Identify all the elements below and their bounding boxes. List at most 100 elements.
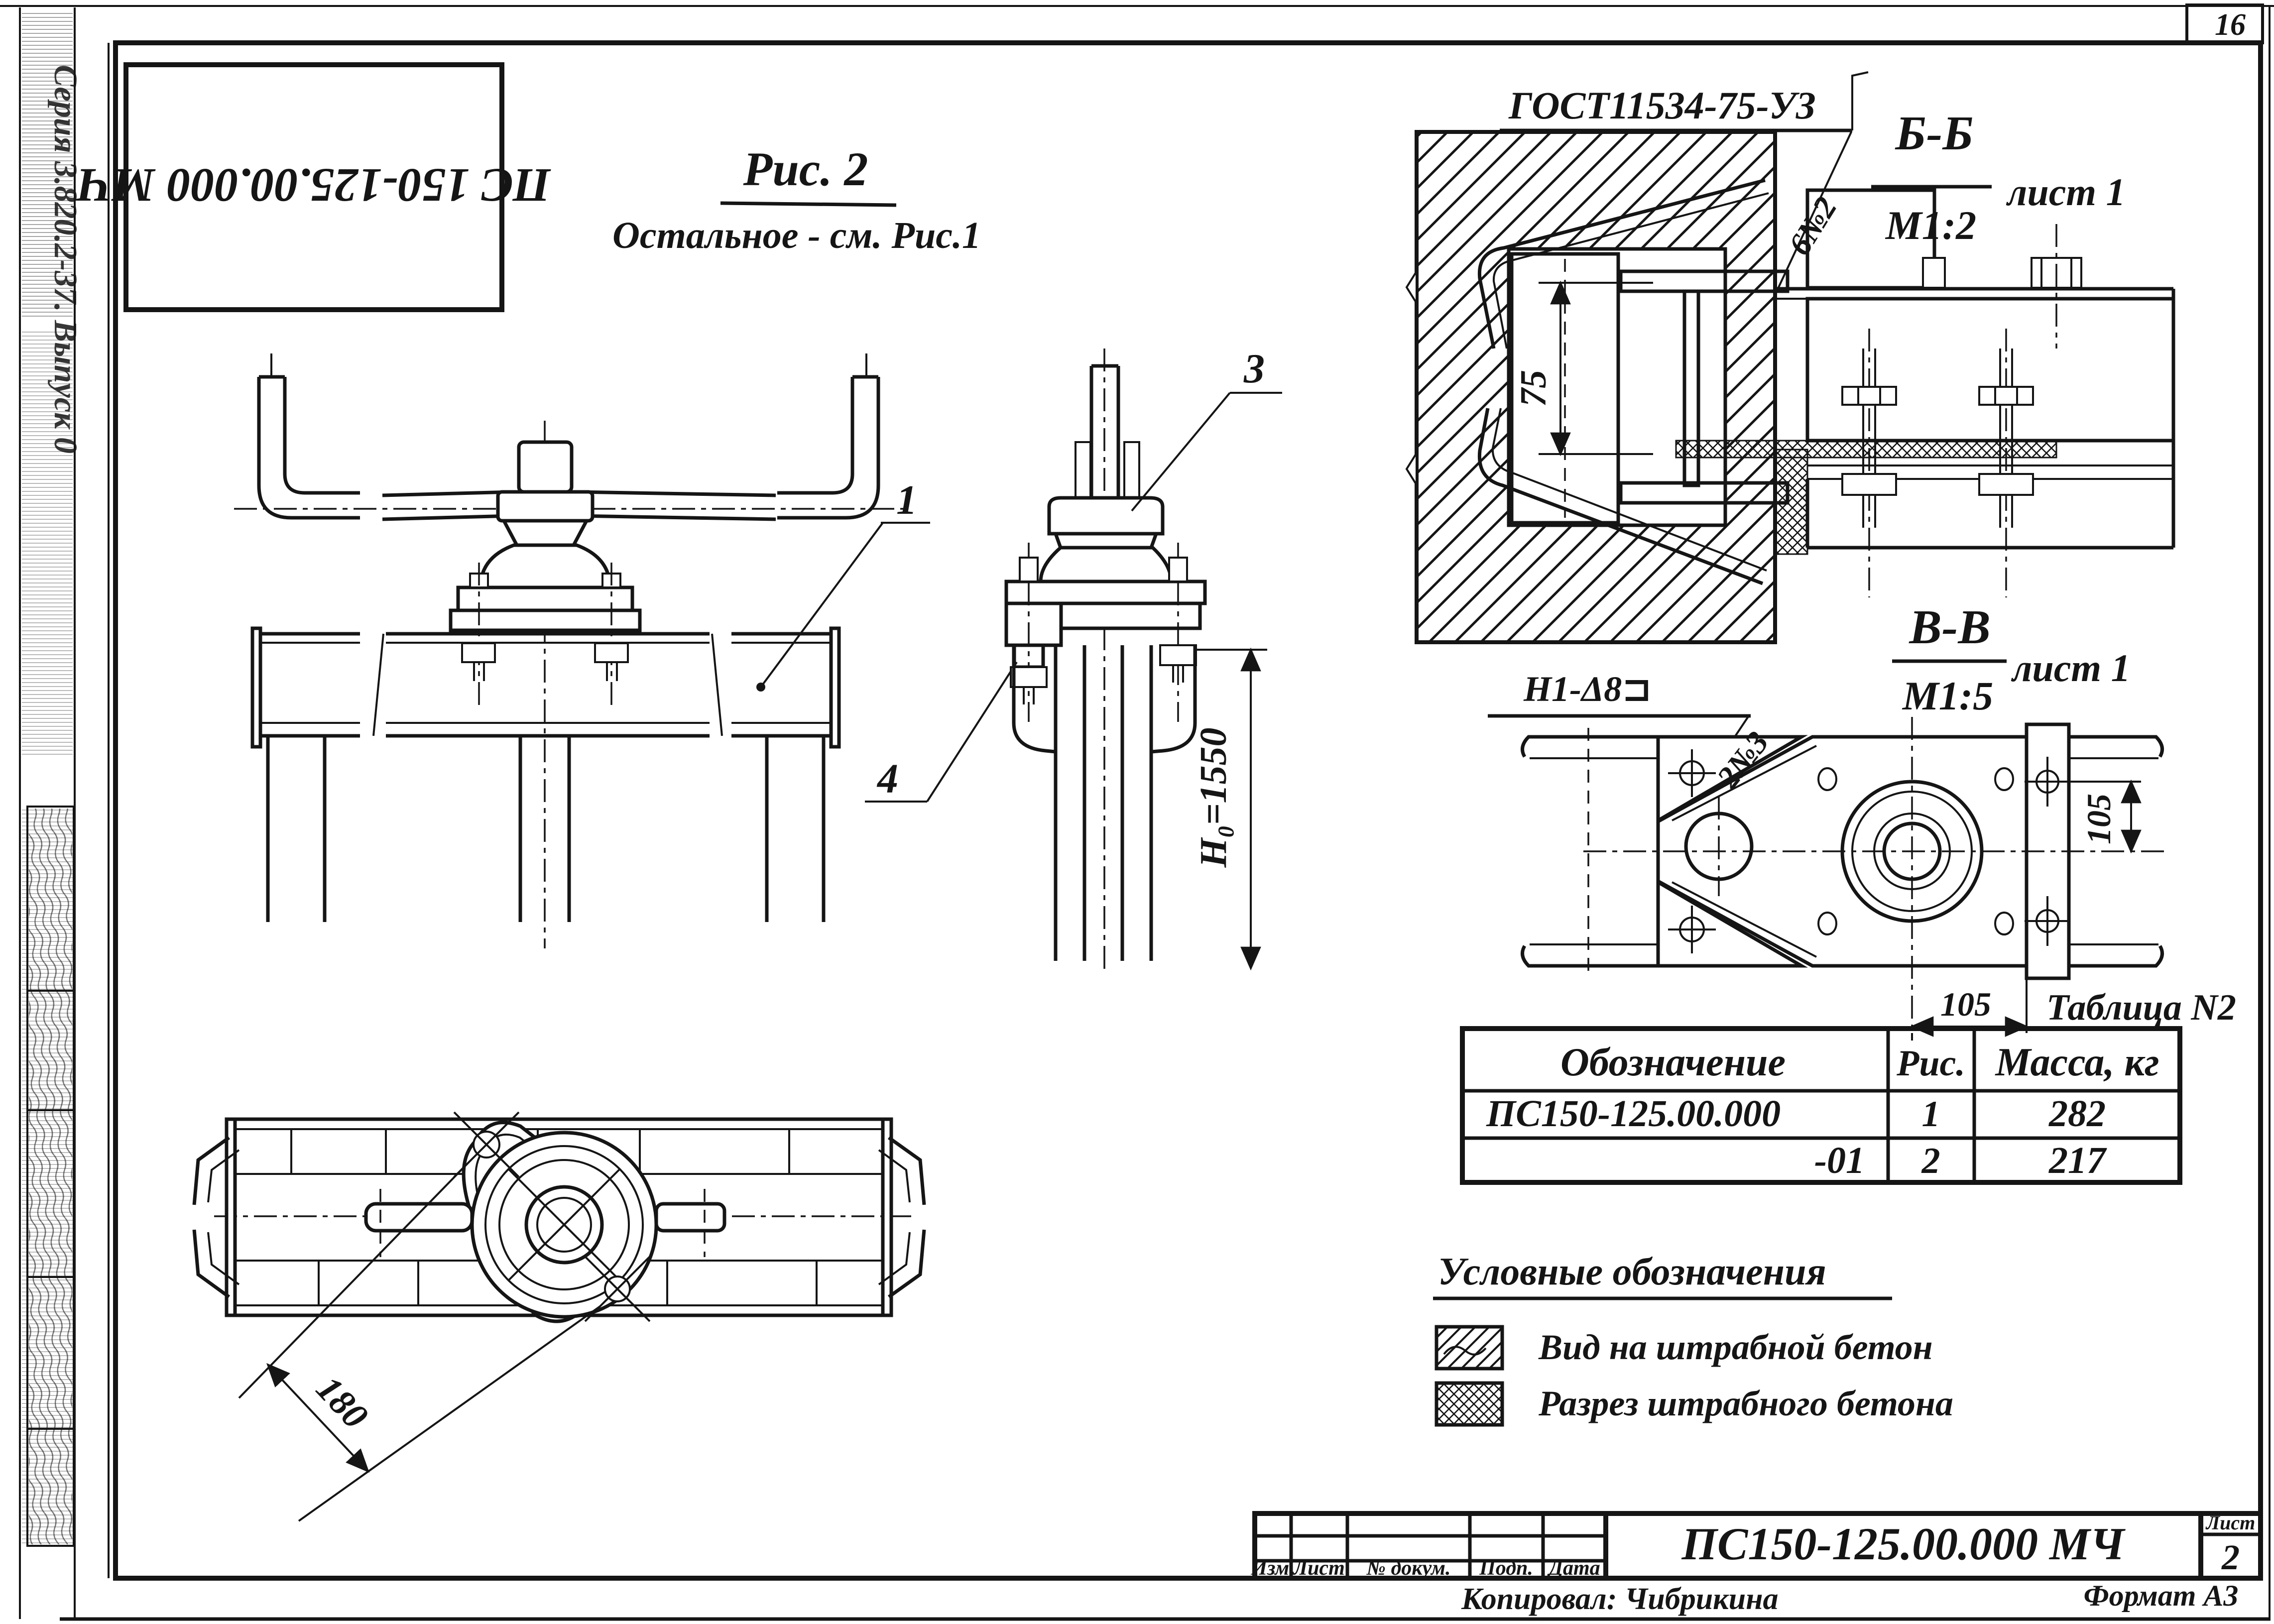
legend: Условные обозначения Вид на штрабной бет… [1433,1250,1953,1427]
sheet-label: Лист [2205,1511,2256,1534]
cell-designation: -01 [1814,1140,1865,1181]
callout-1-label: 1 [896,477,917,523]
insulator-cap [1039,441,1173,583]
bus-rod [382,490,776,521]
gost-note: ГОСТ11534-75-УЗ 6№2 [1500,71,1869,295]
margin-noise-band [22,10,73,319]
legend-item: Разрез штрабного бетона [1435,1381,1953,1427]
col-izm: Изм. [1250,1557,1294,1580]
col-dokum: № докум. [1366,1557,1451,1580]
cell-mass: 282 [2048,1093,2106,1135]
callout-item-1: 1 [756,477,930,692]
diagonal-hatch-swatch [1435,1325,1504,1371]
col-data: Дата [1547,1557,1600,1580]
title-block: Изм. Лист № докум. Подп. Дата ПС150-125.… [1250,1511,2263,1581]
insulation-strip-h [1675,440,2057,459]
table-row: ПС150-125.00.000 1 282 [1486,1093,2106,1135]
doc-number-stamp: ПС 150-125.00.000 МЧ [75,62,551,312]
section-vv-view: В-В М1:5 лист 1 Н1-Δ8⊐ [1488,600,2166,1041]
section-vv-sheet-ref: лист 1 [2011,646,2130,690]
sheet-frame: 16 [0,3,2274,1621]
sheet-number: 2 [2221,1537,2240,1577]
format-note: Формат А3 [2084,1579,2239,1612]
cell-designation: ПС150-125.00.000 [1486,1093,1781,1135]
figure-subtitle: Остальное - см. Рис.1 [612,215,981,256]
section-elevation-view: 3 Н₀=1550 [1004,346,1282,971]
ear-holes [1668,749,1716,953]
plan-view: 180 [192,1111,926,1522]
section-vv-scale: М1:5 [1902,673,1993,718]
gost-note-text: ГОСТ11534-75-УЗ [1508,84,1816,127]
vv-small-holes [1817,767,2014,935]
table-header-fig: Рис. [1896,1043,1965,1084]
cell-fig: 1 [1922,1094,1940,1135]
left-margin-strip: Серия 3.820.2-37. Выпуск 0 [19,7,110,1619]
callout-4-label: 4 [876,756,898,802]
channel-section [1012,645,1197,961]
elevation-view: 1 4 [234,353,1018,948]
parts-table: Таблица N2 Обозначение Рис. Масса, кг ПС… [1460,987,2236,1185]
bent-rod-right [777,353,880,520]
flange-bolts [1010,543,1197,722]
margin-stamp-scribbles [29,809,72,1544]
col-list: Лист [1292,1557,1344,1580]
end-clips [192,1136,926,1298]
support-legs [266,736,826,922]
title-block-doc-number: ПС150-125.00.000 МЧ [1681,1518,2126,1569]
sheet-number-box: Лист 2 [2201,1511,2261,1577]
legend-item-label: Вид на штрабной бетон [1538,1327,1933,1367]
anchor-rods [1477,178,1769,585]
table-row: -01 2 217 [1814,1140,2107,1181]
dim-75-label: 75 [1513,370,1554,407]
center-pin [364,1189,726,1257]
section-bb-scale: М1:2 [1885,203,1976,248]
beam-left-piece [250,626,360,749]
dim-h0-label: Н₀=1550 [1193,728,1234,868]
bent-rod-left [257,353,360,520]
beam-right-piece [731,626,841,749]
weld-callout-text: Н1-Δ8⊐ [1523,669,1652,709]
copied-by-note: Копировал: Чибрикина [1461,1582,1779,1616]
section-bb-title: Б-Б М1:2 лист 1 [1871,107,2126,248]
cell-mass: 217 [2048,1140,2107,1181]
cross-beam [250,626,841,749]
wall-bracket-assembly [1675,188,2175,597]
dim-h0: Н₀=1550 [1193,647,1267,971]
margin-stamp-grid [26,806,75,1547]
margin-noise-band [22,329,73,757]
figure-title: Рис. 2 [743,142,868,196]
legend-title: Условные обозначения [1438,1250,1826,1293]
section-bb-name: Б-Б [1895,107,1973,160]
page-number: 16 [2215,8,2246,42]
dim-105-vertical: 105 [2069,779,2142,854]
section-bb-view: 75 [1405,71,2175,644]
legend-item: Вид на штрабной бетон [1435,1325,1933,1371]
vv-rails-right [2069,735,2164,968]
section-bb-sheet-ref: лист 1 [2006,170,2125,214]
insulation-strip-v [1773,449,1808,555]
table-header-designation: Обозначение [1560,1041,1786,1084]
dim-105-horizontal: 105 [1910,978,2029,1041]
section-vv-name: В-В [1909,600,1990,654]
brick-ticks [290,1129,818,1305]
insulator-elevation [449,440,642,632]
cross-hatch-swatch [1435,1381,1504,1427]
cell-fig: 2 [1921,1141,1940,1181]
dim-75: 75 [1513,280,1653,457]
vv-rails-left [1521,728,1658,975]
below-frame-notes: Копировал: Чибрикина Формат А3 [1461,1579,2238,1616]
table-header-mass: Масса, кг [1994,1041,2159,1084]
beam-center-piece [372,632,723,738]
beam-bolts [461,563,629,707]
figure-title-block: Рис. 2 Остальное - см. Рис.1 [612,142,981,256]
parts-table-caption: Таблица N2 [2046,987,2236,1028]
anchor-plate-plan [364,1111,726,1323]
dim-105-v-label: 105 [2080,794,2118,844]
wall-bolts [1841,329,2034,597]
dim-105-h-label: 105 [1940,985,1991,1023]
section-vv-title: В-В М1:5 лист 1 [1892,600,2131,718]
doc-number-stamp-text: ПС 150-125.00.000 МЧ [75,159,551,212]
col-podp: Подп. [1479,1557,1533,1580]
